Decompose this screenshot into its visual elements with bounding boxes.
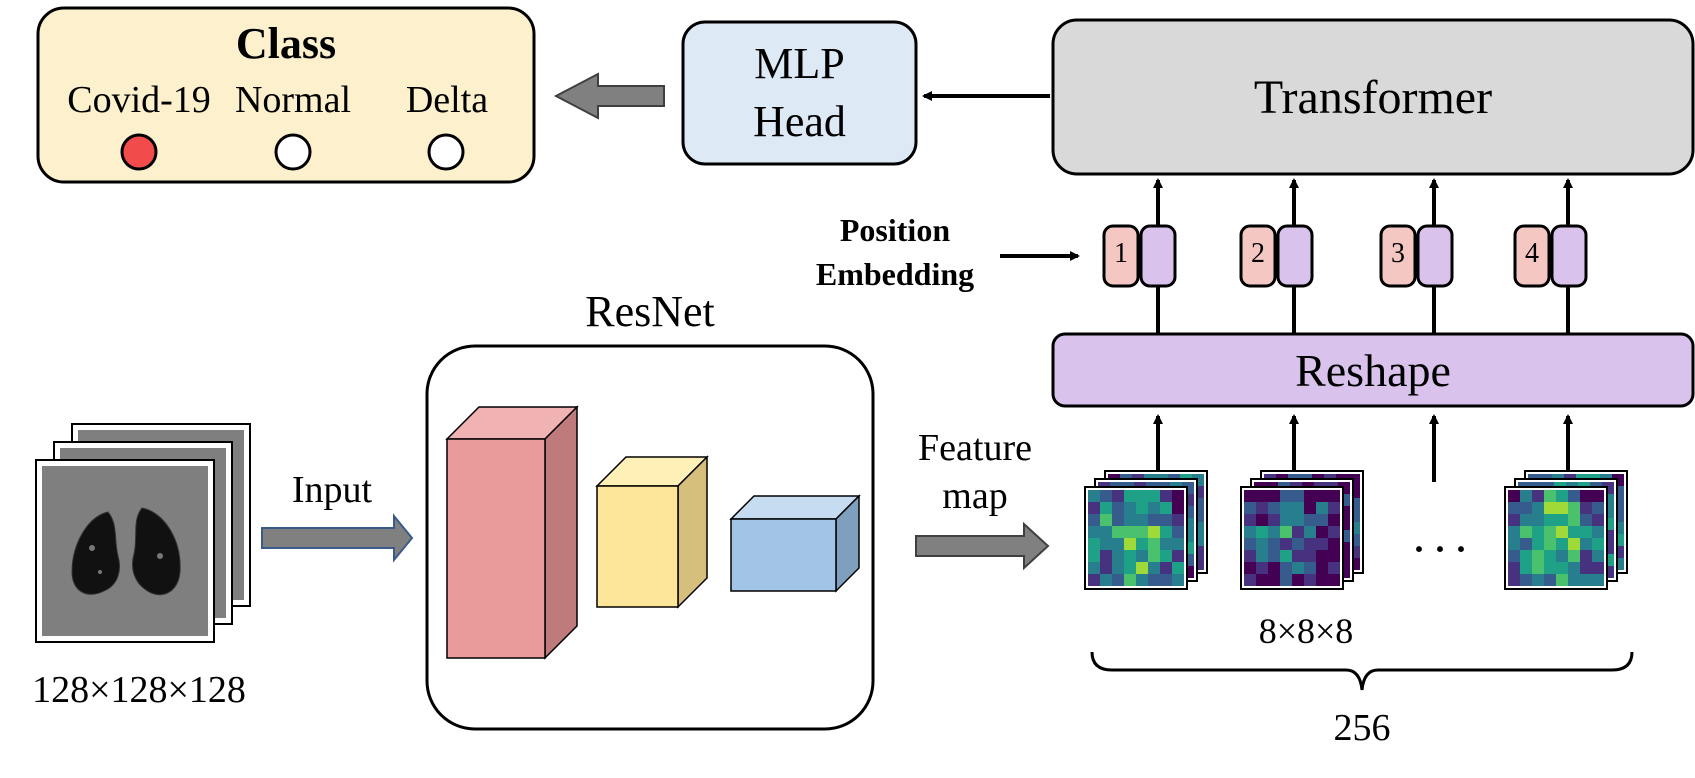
resnet-block-2 <box>595 455 709 609</box>
position-number-box-1 <box>1102 224 1140 288</box>
input-label: Input <box>291 469 373 511</box>
patch-count-brace <box>1090 651 1634 691</box>
input-ct-stack <box>35 423 251 643</box>
class-option-normal-radio <box>274 133 312 171</box>
position-number-3: 3 <box>1391 238 1405 269</box>
input-arrow <box>261 513 414 563</box>
position-number-box-2 <box>1239 224 1277 288</box>
class-box <box>36 6 536 184</box>
class-option-covid-radio <box>120 133 158 171</box>
feature-map-stacks <box>1084 470 1628 590</box>
reshape-box <box>1051 332 1695 408</box>
input-size-label: 128×128×128 <box>32 669 246 711</box>
mlp-head-box <box>681 20 918 166</box>
reshape-label: Reshape <box>1295 345 1451 396</box>
patch-token-1 <box>1139 224 1177 288</box>
class-option-delta-radio <box>427 133 465 171</box>
feature-map-line2: map <box>942 475 1008 517</box>
patch-token-3 <box>1416 224 1454 288</box>
mlp-head-line1: MLP <box>754 39 845 88</box>
position-number-box-4 <box>1513 224 1551 288</box>
token-column-2 <box>1239 178 1314 482</box>
class-title: Class <box>235 19 337 68</box>
mlp-head-line2: Head <box>753 97 846 146</box>
feature-map-arrow <box>915 521 1050 571</box>
feature-map-stack-1 <box>1084 470 1208 590</box>
patch-token-4 <box>1550 224 1588 288</box>
resnet-block-3 <box>729 494 861 593</box>
resnet-block-1 <box>445 405 579 660</box>
feature-map-stack-3 <box>1504 470 1628 590</box>
output-arrow <box>553 72 665 120</box>
class-option-covid: Covid-19 <box>67 79 211 121</box>
class-option-normal: Normal <box>234 79 352 121</box>
patch-size-label: 8×8×8 <box>1258 611 1354 651</box>
position-number-box-3 <box>1379 224 1417 288</box>
position-embedding-line2: Embedding <box>815 256 975 292</box>
position-number-4: 4 <box>1525 238 1539 269</box>
left-lung <box>71 511 120 595</box>
position-number-1: 1 <box>1114 238 1128 269</box>
resnet-title: ResNet <box>585 287 715 336</box>
transformer-label: Transformer <box>1253 71 1493 124</box>
position-number-2: 2 <box>1251 238 1265 269</box>
token-column-3 <box>1379 178 1454 482</box>
feature-map-ellipsis: · · · <box>1412 529 1468 569</box>
feature-map-stack-2 <box>1240 470 1364 590</box>
patch-count-label: 256 <box>1333 707 1391 749</box>
transformer-box <box>1051 18 1695 176</box>
position-embedding-line1: Position <box>839 212 951 248</box>
token-column-4 <box>1513 178 1588 482</box>
right-lung <box>132 507 181 595</box>
class-option-delta: Delta <box>405 79 489 121</box>
token-column-1 <box>1102 178 1177 482</box>
feature-map-line1: Feature <box>918 427 1032 469</box>
patch-token-2 <box>1276 224 1314 288</box>
